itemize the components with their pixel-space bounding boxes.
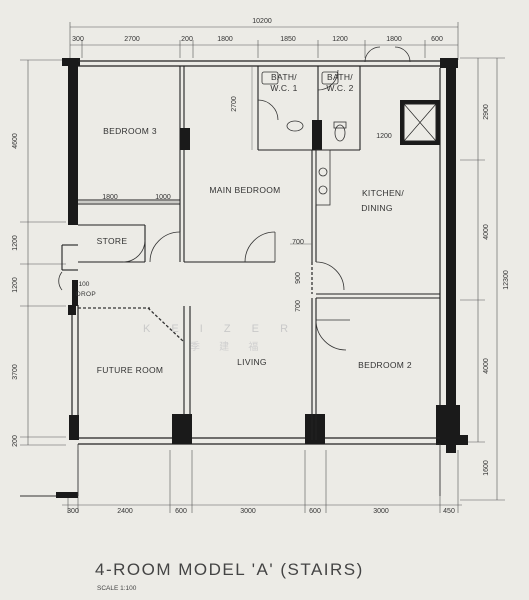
dim-hall-900: 900 <box>295 272 302 284</box>
interior-dimension-lines <box>78 66 312 245</box>
room-label-future-room: FUTURE ROOM <box>97 365 164 375</box>
interior-walls <box>61 66 440 440</box>
top-dim-6: 1200 <box>332 36 348 43</box>
left-dim-5: 200 <box>12 435 19 447</box>
dim-hall-700: 700 <box>295 300 302 312</box>
room-label-bath1-line1: BATH/ <box>271 72 297 82</box>
watermark-latin: K E I Z E R <box>143 323 297 335</box>
room-label-store: STORE <box>97 236 128 246</box>
room-label-bedroom3: BEDROOM 3 <box>103 126 157 136</box>
top-dim-7: 1800 <box>386 36 402 43</box>
plan-title: 4-ROOM MODEL 'A' (STAIRS) <box>95 560 364 579</box>
service-shaft <box>403 103 437 142</box>
right-dimension-lines <box>460 57 505 501</box>
room-label-kitchen-line2: DINING <box>361 203 393 213</box>
bottom-dim-5: 600 <box>309 508 321 515</box>
watermark-chinese: 季 建 福 <box>190 340 266 353</box>
right-dim-2: 4000 <box>483 224 490 240</box>
top-dimension-lines <box>69 22 459 60</box>
bottom-dim-6: 3000 <box>373 508 389 515</box>
left-dim-2: 1200 <box>12 235 19 251</box>
plan-scale: SCALE 1:100 <box>97 585 137 592</box>
dim-door-mb: 700 <box>292 239 304 246</box>
room-label-bedroom2: BEDROOM 2 <box>358 360 412 370</box>
top-dim-5: 1850 <box>280 36 296 43</box>
left-dim-3: 1200 <box>12 277 19 293</box>
dim-bath-depth: 2700 <box>231 96 238 112</box>
right-dim-3: 4000 <box>483 358 490 374</box>
left-dim-4: 3700 <box>12 364 19 380</box>
right-overall-label: 12300 <box>503 270 510 290</box>
fixtures <box>261 71 347 206</box>
dim-drop: 100 <box>79 281 90 288</box>
bottom-dimension-lines <box>62 450 462 513</box>
bottom-dim-2: 2400 <box>117 508 133 515</box>
right-dim-1: 2900 <box>483 104 490 120</box>
top-dim-1: 300 <box>72 36 84 43</box>
dim-bath-width: 1200 <box>376 133 392 140</box>
top-dim-3: 200 <box>181 36 193 43</box>
bottom-dim-7: 450 <box>443 508 455 515</box>
right-dim-4: 1600 <box>483 460 490 476</box>
left-dim-1: 4600 <box>12 133 19 149</box>
room-label-living: LIVING <box>237 357 267 367</box>
room-label-bath1-line2: W.C. 1 <box>270 83 297 93</box>
room-label-kitchen-line1: KITCHEN/ <box>362 188 404 198</box>
overall-width-label: 10200 <box>252 18 272 25</box>
left-dimension-lines <box>20 59 66 446</box>
room-label-bath2-line2: W.C. 2 <box>326 83 353 93</box>
dim-bed3-right: 1000 <box>155 194 171 201</box>
exterior-walls <box>20 58 468 498</box>
room-label-drop: DROP <box>76 291 96 298</box>
top-dim-4: 1800 <box>217 36 233 43</box>
top-dim-8: 600 <box>431 36 443 43</box>
dim-bed3-left: 1800 <box>102 194 118 201</box>
bottom-dim-3: 600 <box>175 508 187 515</box>
dashed-openings <box>78 262 313 343</box>
room-label-bath2-line1: BATH/ <box>327 72 353 82</box>
room-label-main-bedroom: MAIN BEDROOM <box>209 185 280 195</box>
bottom-dim-4: 3000 <box>240 508 256 515</box>
top-dim-2: 2700 <box>124 36 140 43</box>
bottom-dim-1: 300 <box>67 508 79 515</box>
